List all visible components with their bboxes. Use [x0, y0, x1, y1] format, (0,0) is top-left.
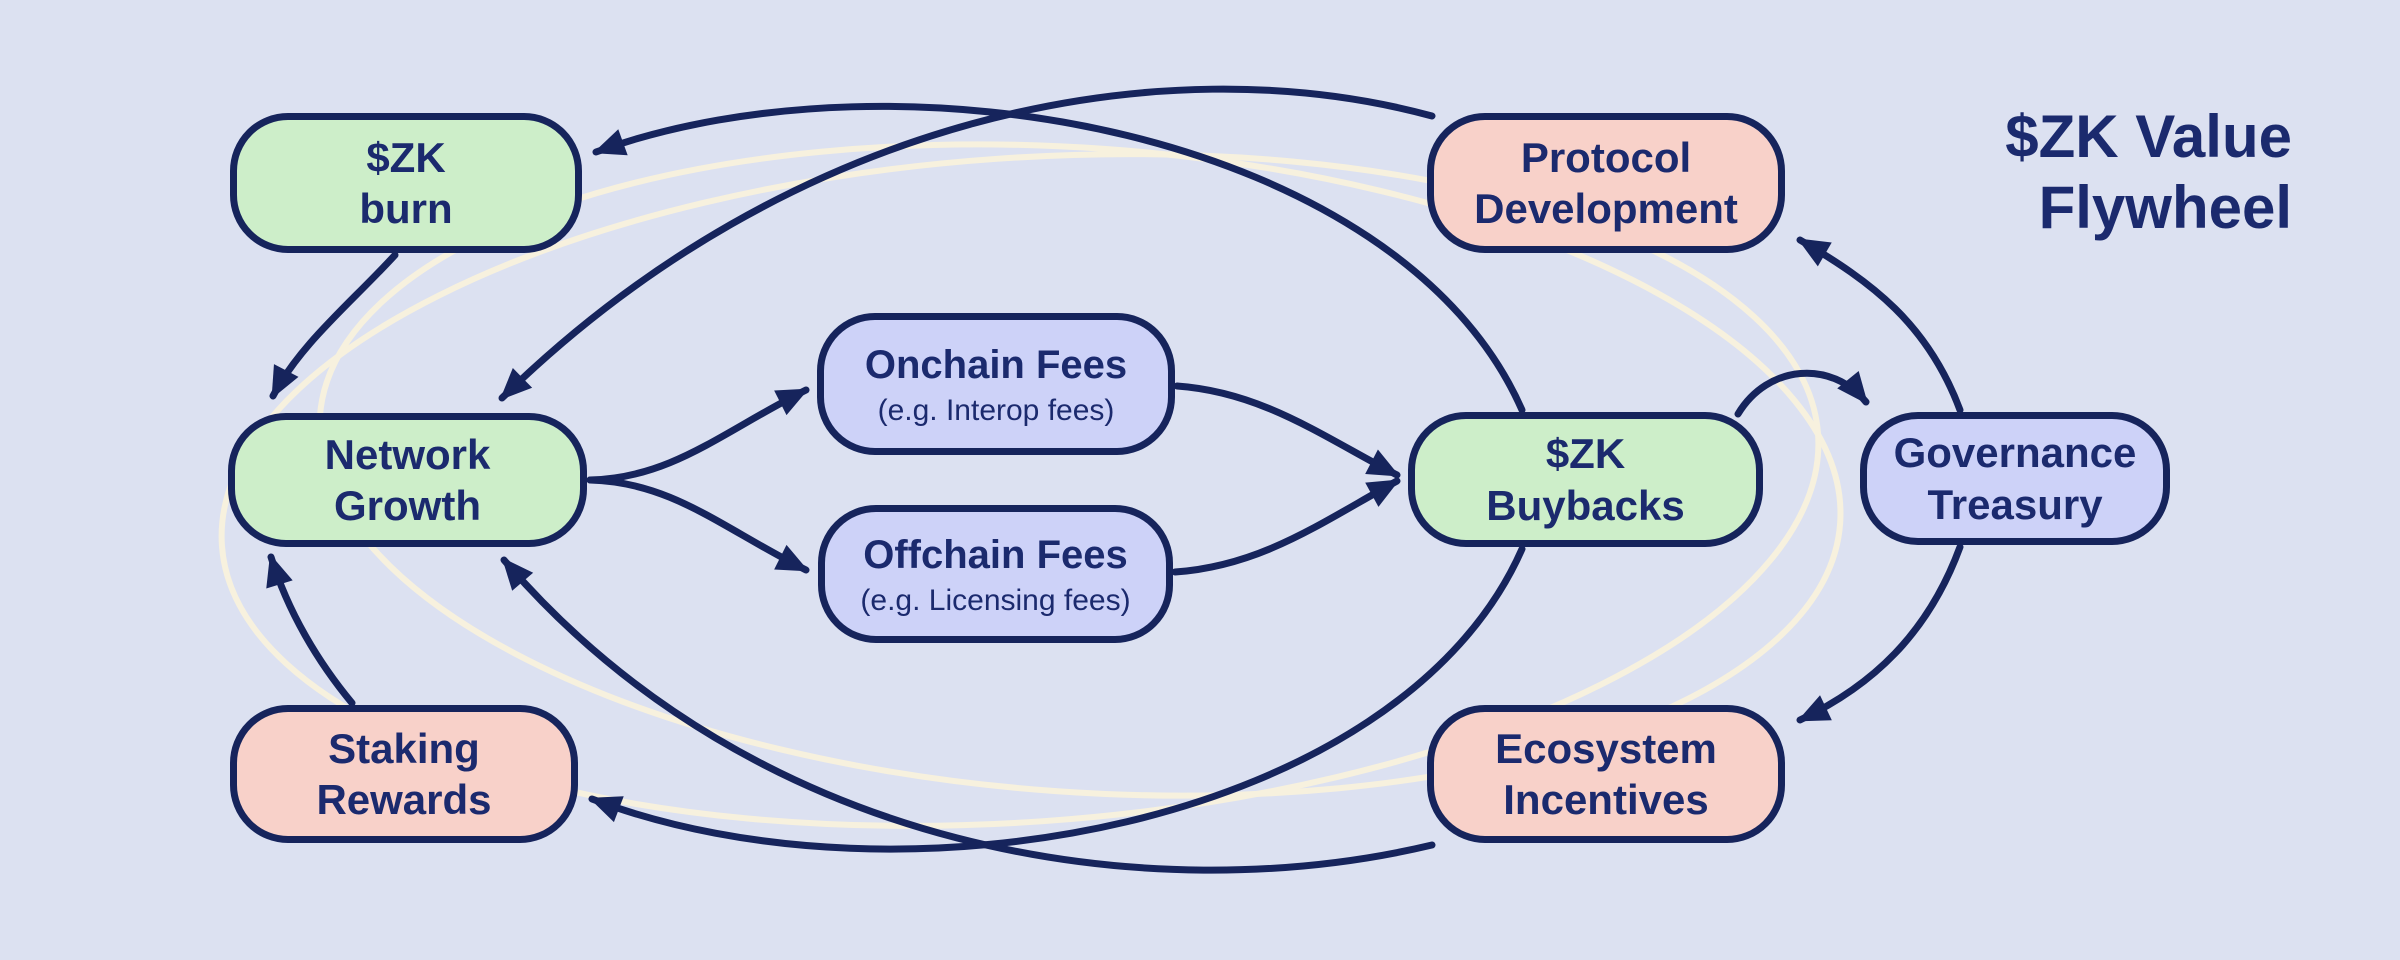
node-protocol-development: Protocol Development: [1427, 113, 1785, 253]
node-sublabel: (e.g. Licensing fees): [860, 583, 1131, 617]
node-governance-treasury: Governance Treasury: [1860, 412, 2170, 545]
node-network-growth: Network Growth: [228, 413, 587, 547]
node-sublabel: (e.g. Interop fees): [877, 393, 1115, 427]
edge-governance-treasury-to-ecosystem-incentives: [1796, 543, 1964, 724]
diagram-title: $ZK Value Flywheel: [2005, 103, 2292, 241]
edge-offchain-fees-to-zk-buybacks: [1171, 477, 1401, 576]
node-onchain-fees: Onchain Fees (e.g. Interop fees): [817, 313, 1175, 455]
edge-protocol-development-to-network-growth: [498, 85, 1436, 402]
node-label: Offchain Fees: [863, 533, 1128, 578]
node-label: $ZK Buybacks: [1486, 430, 1685, 529]
edge-ecosystem-incentives-to-network-growth: [500, 556, 1436, 874]
node-label: Governance Treasury: [1893, 429, 2137, 528]
node-ecosystem-incentives: Ecosystem Incentives: [1427, 705, 1785, 843]
node-zk-buybacks: $ZK Buybacks: [1408, 412, 1763, 547]
node-label: Onchain Fees: [864, 343, 1128, 388]
node-label: Network Growth: [324, 430, 491, 529]
node-staking-rewards: Staking Rewards: [230, 705, 578, 843]
node-label: Protocol Development: [1474, 133, 1738, 232]
edge-zk-buybacks-to-governance-treasury: [1734, 369, 1870, 418]
node-offchain-fees: Offchain Fees (e.g. Licensing fees): [818, 505, 1173, 643]
edge-network-growth-to-onchain-fees: [586, 386, 810, 484]
edge-network-growth-to-offchain-fees: [586, 476, 810, 574]
edge-governance-treasury-to-protocol-development: [1796, 236, 1964, 414]
edge-zk-burn-to-network-growth: [269, 251, 399, 400]
edge-staking-rewards-to-network-growth: [266, 553, 356, 707]
edge-zk-buybacks-to-staking-rewards: [588, 545, 1526, 853]
node-zk-burn: $ZK burn: [230, 113, 582, 253]
node-label: Ecosystem Incentives: [1495, 724, 1717, 823]
node-label: $ZK burn: [359, 133, 453, 232]
node-label: Staking Rewards: [316, 724, 492, 823]
edge-zk-buybacks-to-zk-burn: [592, 102, 1526, 414]
edge-onchain-fees-to-zk-buybacks: [1173, 382, 1401, 479]
